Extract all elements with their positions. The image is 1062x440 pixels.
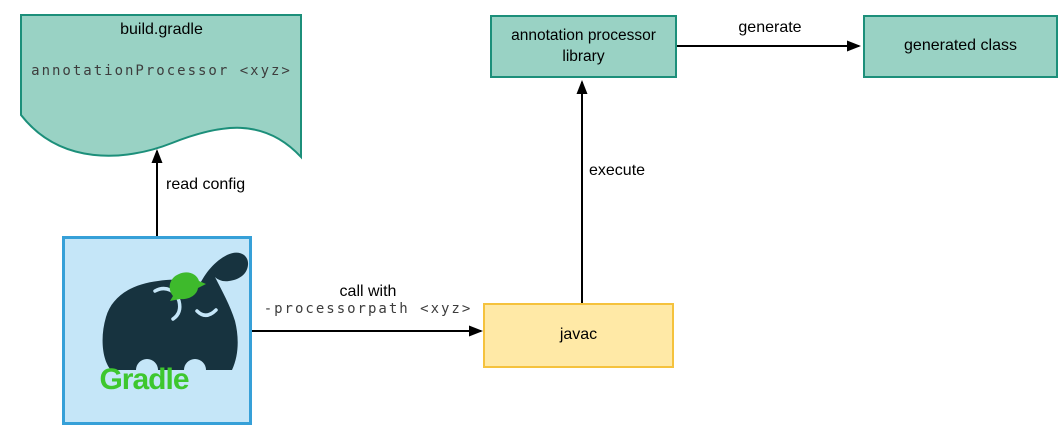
leg-arch-left bbox=[136, 359, 158, 381]
generate-label: generate bbox=[738, 19, 802, 36]
read-config-label: read config bbox=[166, 176, 246, 193]
build-gradle-title: build.gradle bbox=[120, 21, 203, 38]
bird-icon bbox=[169, 272, 206, 301]
leg-arch-right bbox=[184, 359, 206, 381]
execute-label: execute bbox=[589, 162, 646, 179]
call-with-label: call with bbox=[339, 283, 397, 300]
elephant-eye bbox=[195, 308, 218, 317]
build-gradle-code: annotationProcessor <xyz> bbox=[31, 63, 292, 79]
call-with-code: -processorpath <xyz> bbox=[263, 301, 473, 317]
document-shape bbox=[20, 14, 302, 160]
annotation-processor-library-node: annotation processor library bbox=[490, 15, 677, 78]
generated-class-node: generated class bbox=[863, 15, 1058, 78]
elephant-body bbox=[102, 252, 249, 370]
call-with-label-group: call with -processorpath <xyz> bbox=[254, 283, 482, 317]
gradle-logo-text: Gradle bbox=[99, 363, 189, 396]
build-gradle-document bbox=[20, 14, 302, 160]
gradle-node: Gradle bbox=[62, 236, 252, 425]
javac-node: javac bbox=[483, 303, 674, 368]
gradle-elephant-logo bbox=[102, 252, 249, 381]
elephant-ear bbox=[153, 286, 182, 321]
